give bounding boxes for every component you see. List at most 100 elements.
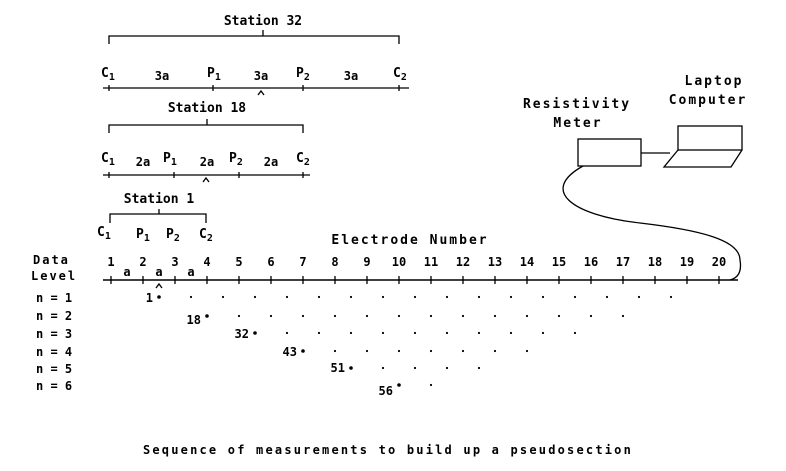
electrode-number: 10 <box>392 255 406 269</box>
data-point <box>189 295 193 299</box>
data-point <box>333 349 337 353</box>
data-point <box>253 331 257 335</box>
resistivity-meter-box <box>577 138 642 167</box>
data-point <box>589 314 593 318</box>
station-18-p1-label: P1 <box>163 151 177 168</box>
station-1-p2-label: P2 <box>166 227 180 244</box>
station-number: 1 <box>146 291 153 305</box>
data-point <box>525 314 529 318</box>
electrode-number: 16 <box>584 255 598 269</box>
station-18-array: Station 18 C1 P1 P2 C2 2a 2a 2a <box>101 101 310 183</box>
spacing-mark-a: a <box>187 265 194 279</box>
data-point <box>429 349 433 353</box>
station-1-c1-label: C1 <box>97 225 111 242</box>
electrode-ticks <box>110 276 720 284</box>
data-point <box>477 295 481 299</box>
electrode-number-labels: 1 2 3 4 5 6 7 8 9 10 11 12 13 14 15 16 1… <box>107 255 726 269</box>
electrode-number-label: Electrode Number <box>331 233 488 248</box>
electrode-number: 1 <box>107 255 114 269</box>
station-32-p2-label: P2 <box>296 66 310 83</box>
electrode-number: 3 <box>171 255 178 269</box>
resistivity-meter-label-line1: Resistivity <box>523 97 631 112</box>
electrode-number: 13 <box>488 255 502 269</box>
electrode-number: 15 <box>552 255 566 269</box>
spacing-mark-a: a <box>123 265 130 279</box>
data-point <box>381 366 385 370</box>
resistivity-meter-label-line2: Meter <box>553 116 602 131</box>
station-32-spacing-1: 3a <box>155 69 169 83</box>
data-point <box>301 314 305 318</box>
station-32-line <box>103 85 409 91</box>
electrode-number: 2 <box>139 255 146 269</box>
data-point <box>541 331 545 335</box>
station-1-midpoint-caret <box>155 282 163 289</box>
electrode-number: 14 <box>520 255 534 269</box>
station-32-spacing-2: 3a <box>254 69 268 83</box>
station-number: 43 <box>283 345 297 359</box>
data-point <box>397 383 401 387</box>
data-point <box>509 295 513 299</box>
data-point <box>429 314 433 318</box>
data-point <box>365 314 369 318</box>
level-label: n = 1 <box>36 291 72 305</box>
data-point <box>381 331 385 335</box>
station-32-midpoint-caret <box>257 89 265 96</box>
data-point <box>381 295 385 299</box>
data-point <box>669 295 673 299</box>
electrode-number: 11 <box>424 255 438 269</box>
data-point <box>349 295 353 299</box>
data-point <box>301 349 305 353</box>
data-point <box>221 295 225 299</box>
electrode-number: 9 <box>363 255 370 269</box>
level-label: n = 3 <box>36 327 72 341</box>
electrode-number: 19 <box>680 255 694 269</box>
data-point <box>397 314 401 318</box>
pseudosection-data-points <box>157 295 673 387</box>
data-point <box>621 314 625 318</box>
data-point <box>557 314 561 318</box>
data-point <box>493 349 497 353</box>
electrode-number: 7 <box>299 255 306 269</box>
data-point <box>237 314 241 318</box>
data-level-label-line1: Data <box>33 253 70 267</box>
data-point <box>285 331 289 335</box>
station-32-p1-label: P1 <box>207 66 221 83</box>
data-point <box>477 331 481 335</box>
data-point <box>477 366 481 370</box>
data-point <box>573 295 577 299</box>
station-18-midpoint-caret <box>202 176 210 183</box>
electrode-number: 12 <box>456 255 470 269</box>
station-18-spacing-2: 2a <box>200 155 214 169</box>
station-18-title: Station 18 <box>168 101 246 116</box>
station-1-title: Station 1 <box>124 192 195 207</box>
station-number: 18 <box>187 313 201 327</box>
station-32-array: Station 32 C1 P1 P2 C2 3a 3a 3a <box>101 14 409 96</box>
station-1-bracket <box>109 209 207 223</box>
data-point <box>493 314 497 318</box>
cable-loop <box>562 165 742 281</box>
data-point <box>269 314 273 318</box>
data-point <box>413 331 417 335</box>
station-18-c1-label: C1 <box>101 151 115 168</box>
station-32-spacing-3: 3a <box>344 69 358 83</box>
electrode-number: 4 <box>203 255 210 269</box>
data-point <box>413 366 417 370</box>
station-1-array: Station 1 C1 P1 P2 C2 <box>97 192 213 244</box>
electrode-number: 6 <box>267 255 274 269</box>
data-point <box>253 295 257 299</box>
data-level-labels: n = 1 n = 2 n = 3 n = 4 n = 5 n = 6 <box>36 291 72 393</box>
data-point <box>445 295 449 299</box>
level-label: n = 5 <box>36 362 72 376</box>
station-18-line <box>103 172 310 178</box>
data-point <box>525 349 529 353</box>
data-point <box>429 383 433 387</box>
data-point <box>413 295 417 299</box>
station-1-p1-label: P1 <box>136 227 150 244</box>
electrode-number: 17 <box>616 255 630 269</box>
station-18-spacing-3: 2a <box>264 155 278 169</box>
station-32-c1-label: C1 <box>101 66 115 83</box>
station-number: 51 <box>331 361 345 375</box>
data-point <box>317 295 321 299</box>
data-point <box>445 366 449 370</box>
electrode-number: 5 <box>235 255 242 269</box>
